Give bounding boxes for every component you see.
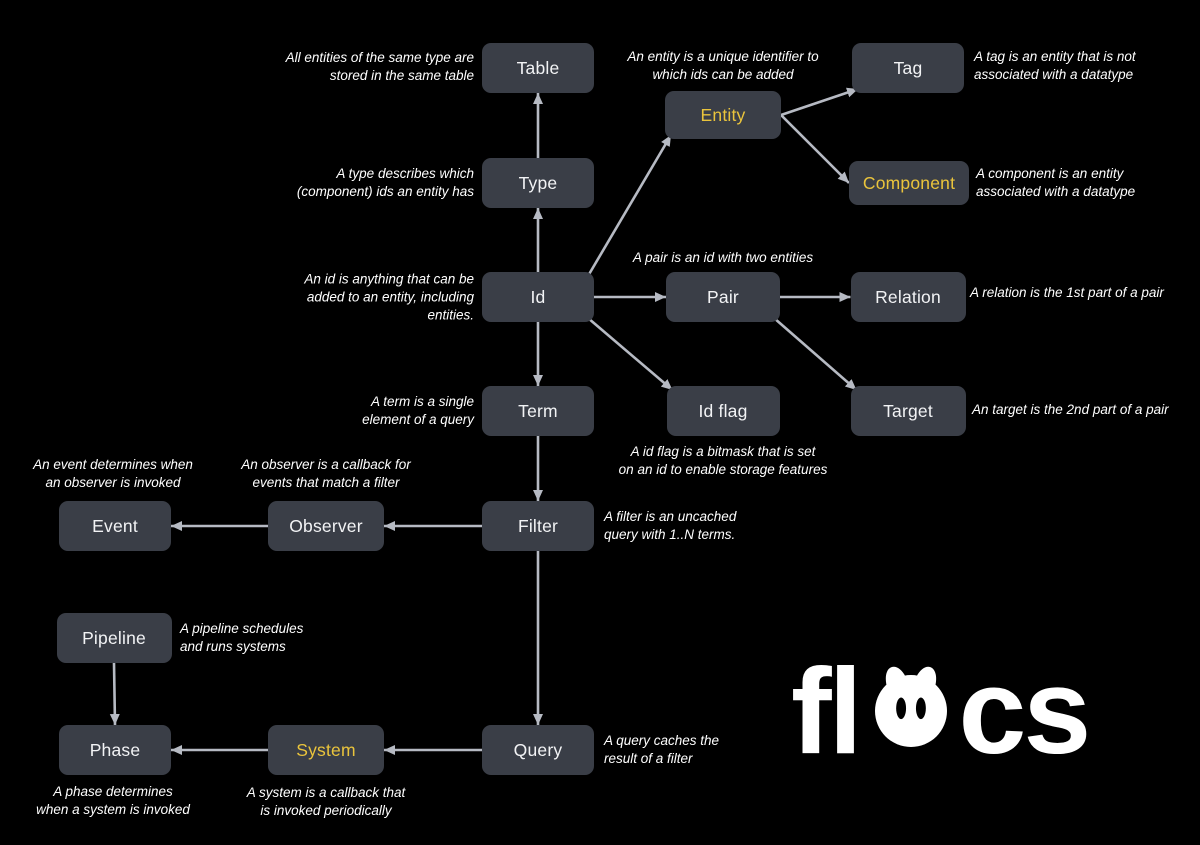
node-target: Target [850, 386, 966, 436]
flecs-mascot-icon [874, 666, 947, 747]
node-table: Table [482, 43, 594, 93]
node-event: Event [59, 501, 171, 551]
annotation-system: A system is a callback that is invoked p… [246, 785, 406, 818]
edge-pipeline-to-phase [109, 662, 120, 726]
annotation-phase: A phase determines when a system is invo… [36, 784, 190, 817]
annotation-pair: A pair is an id with two entities [632, 250, 814, 266]
node-relation: Relation [850, 272, 966, 322]
node-idflag: Id flag [666, 386, 780, 436]
node-observer: Observer [268, 501, 384, 551]
logo-text-cs: cs [958, 643, 1092, 779]
annotation-tag: A tag is an entity that is not associate… [974, 49, 1136, 82]
node-component: Component [849, 161, 969, 205]
annotation-pipeline: A pipeline schedules and runs systems [180, 621, 304, 654]
annotation-term: A term is a single element of a query [362, 394, 474, 427]
annotation-relation: A relation is the 1st part of a pair [970, 285, 1164, 301]
annotation-component: A component is an entity associated with… [976, 166, 1136, 199]
logo-text-fl: fl [791, 643, 863, 779]
node-filter: Filter [482, 501, 594, 551]
edge-pair-to-target [773, 317, 858, 391]
annotation-idflag: A id flag is a bitmask that is set on an… [618, 444, 828, 477]
edge-entity-to-component [780, 114, 850, 184]
annotation-entity: An entity is a unique identifier to whic… [627, 49, 819, 82]
node-phase: Phase [59, 725, 171, 775]
node-entity: Entity [665, 91, 781, 139]
flecs-logo: fl cs [791, 643, 1092, 779]
node-pair: Pair [666, 272, 780, 322]
annotation-observer: An observer is a callback for events tha… [241, 457, 411, 490]
annotation-event: An event determines when an observer is … [33, 457, 193, 490]
node-term: Term [482, 386, 594, 436]
edge-id-to-idflag [587, 317, 674, 391]
node-query: Query [482, 725, 594, 775]
annotation-filter: A filter is an uncached query with 1..N … [604, 509, 737, 542]
node-id: Id [482, 272, 594, 322]
node-type: Type [482, 158, 594, 208]
node-tag: Tag [852, 43, 964, 93]
edge-entity-to-tag [780, 87, 859, 117]
annotation-id: An id is anything that can be added to a… [304, 271, 474, 322]
annotation-target: An target is the 2nd part of a pair [972, 402, 1169, 418]
annotation-query: A query caches the result of a filter [604, 733, 720, 766]
annotation-type: A type describes which (component) ids a… [296, 166, 474, 199]
node-system: System [268, 725, 384, 775]
annotation-table: All entities of the same type are stored… [285, 50, 474, 83]
node-pipeline: Pipeline [56, 613, 172, 663]
